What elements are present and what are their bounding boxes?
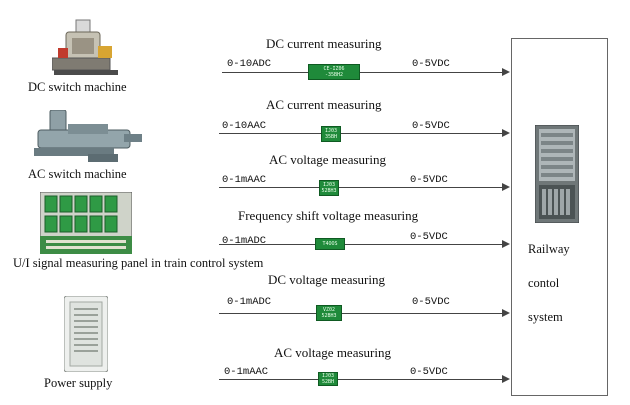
dc-switch-machine-image: [52, 19, 118, 75]
arrow-head: [502, 183, 510, 191]
channel-input: 0-1mADC: [222, 235, 267, 247]
channel-input: 0-1mAAC: [222, 174, 267, 186]
channel-title: Frequency shift voltage measuring: [238, 208, 419, 223]
channel-output: 0-5VDC: [410, 366, 448, 378]
module-label: -35BH2: [324, 72, 344, 78]
system-label-line3: system: [528, 310, 563, 324]
measuring-module: VZ02 52BH3: [316, 305, 342, 321]
channel-title: AC voltage measuring: [274, 345, 391, 360]
device-label-signal-panel: U/I signal measuring panel in train cont…: [13, 256, 264, 270]
arrow-head: [502, 375, 510, 383]
channel-input: 0-1mADC: [227, 296, 272, 308]
channel-title: AC current measuring: [266, 97, 382, 112]
system-label-line1: Railway: [528, 242, 570, 256]
channel-input: 0-10ADC: [227, 58, 272, 70]
ac-switch-machine-image: [34, 110, 142, 162]
channel-output: 0-5VDC: [412, 58, 450, 70]
system-label-line2: contol: [528, 276, 560, 290]
measuring-module: IJ03 35BH: [321, 126, 341, 142]
channel-output: 0-5VDC: [412, 120, 450, 132]
power-supply-image: [64, 296, 108, 372]
measuring-module: IJ03 52BH3: [319, 180, 339, 196]
arrow-head: [502, 129, 510, 137]
measuring-module: T4OOS: [315, 238, 345, 250]
module-label: IJ03: [322, 182, 336, 188]
device-label-power-supply: Power supply: [44, 376, 113, 390]
channel-output: 0-5VDC: [410, 231, 448, 243]
device-label-dc-switch-machine: DC switch machine: [28, 80, 127, 94]
signal-panel-image: [40, 192, 132, 254]
module-label: IJ03: [324, 128, 338, 134]
signal-line: [219, 244, 502, 245]
module-label: 35BH: [324, 134, 338, 140]
arrow-head: [502, 309, 510, 317]
signal-line: [219, 187, 502, 188]
arrow-head: [502, 240, 510, 248]
module-label: 52BH3: [321, 313, 337, 319]
module-label: 52BH3: [321, 188, 337, 194]
arrow-head: [502, 68, 510, 76]
module-label: T4OOS: [322, 241, 338, 247]
signal-line: [219, 379, 502, 380]
device-label-ac-switch-machine: AC switch machine: [28, 167, 127, 181]
module-label: VZ02: [322, 307, 336, 313]
channel-title: DC current measuring: [266, 36, 382, 51]
channel-title: DC voltage measuring: [268, 272, 385, 287]
server-cabinet-image: [535, 125, 579, 223]
channel-output: 0-5VDC: [410, 174, 448, 186]
module-label: IJ03: [321, 373, 335, 379]
module-label: 52BH: [321, 379, 335, 385]
module-label: CE-IZ06: [323, 66, 345, 72]
signal-line: [219, 313, 502, 314]
channel-output: 0-5VDC: [412, 296, 450, 308]
signal-line: [219, 133, 502, 134]
measuring-module: IJ03 52BH: [318, 372, 338, 386]
signal-line: [222, 72, 502, 73]
channel-input: 0-10AAC: [222, 120, 267, 132]
channel-title: AC voltage measuring: [269, 152, 386, 167]
channel-input: 0-1mAAC: [224, 366, 269, 378]
measuring-module: CE-IZ06 -35BH2: [308, 64, 360, 80]
